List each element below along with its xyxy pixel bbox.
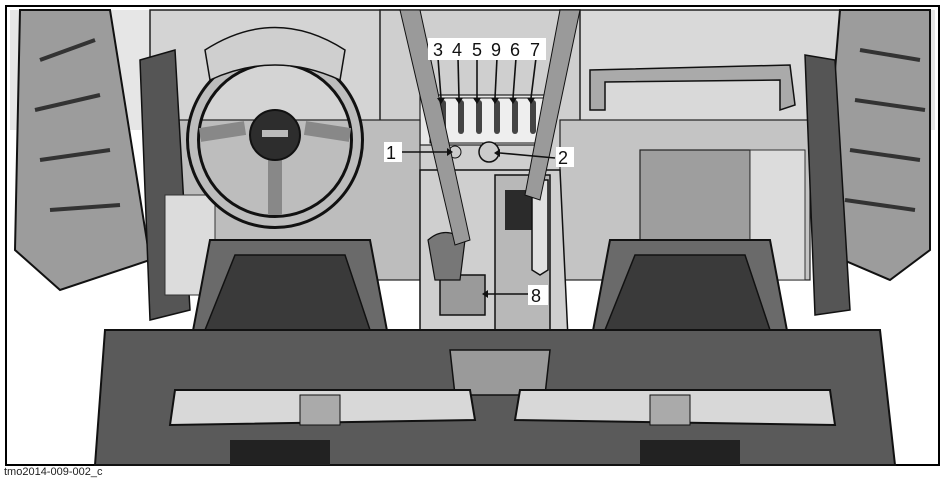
callouts [402, 57, 556, 295]
callout-label-3: 3 [433, 40, 443, 60]
grab-handle-right [589, 64, 796, 112]
parking-brake-handle [439, 274, 486, 316]
callout-label-4: 4 [452, 40, 462, 60]
callout-label-8: 8 [531, 286, 541, 306]
callout-label-9: 9 [491, 40, 501, 60]
figure-caption: tmo2014-009-002_c [4, 466, 103, 478]
cup-holder [449, 349, 551, 396]
callout-label-1: 1 [386, 143, 396, 163]
callout-label-2: 2 [558, 148, 568, 168]
callout-label-7: 7 [530, 40, 540, 60]
left-tire [13, 9, 152, 292]
left-seatbelt [399, 9, 471, 246]
right-tire [818, 9, 931, 282]
right-seatbelt [524, 9, 581, 201]
callout-label-5: 5 [472, 40, 482, 60]
rear-body [93, 329, 897, 466]
shift-lever [531, 179, 549, 276]
gauge-cluster [204, 26, 346, 82]
right-pillar [804, 54, 851, 316]
callout-label-6: 6 [510, 40, 520, 60]
callout-arrowheads [437, 98, 535, 298]
